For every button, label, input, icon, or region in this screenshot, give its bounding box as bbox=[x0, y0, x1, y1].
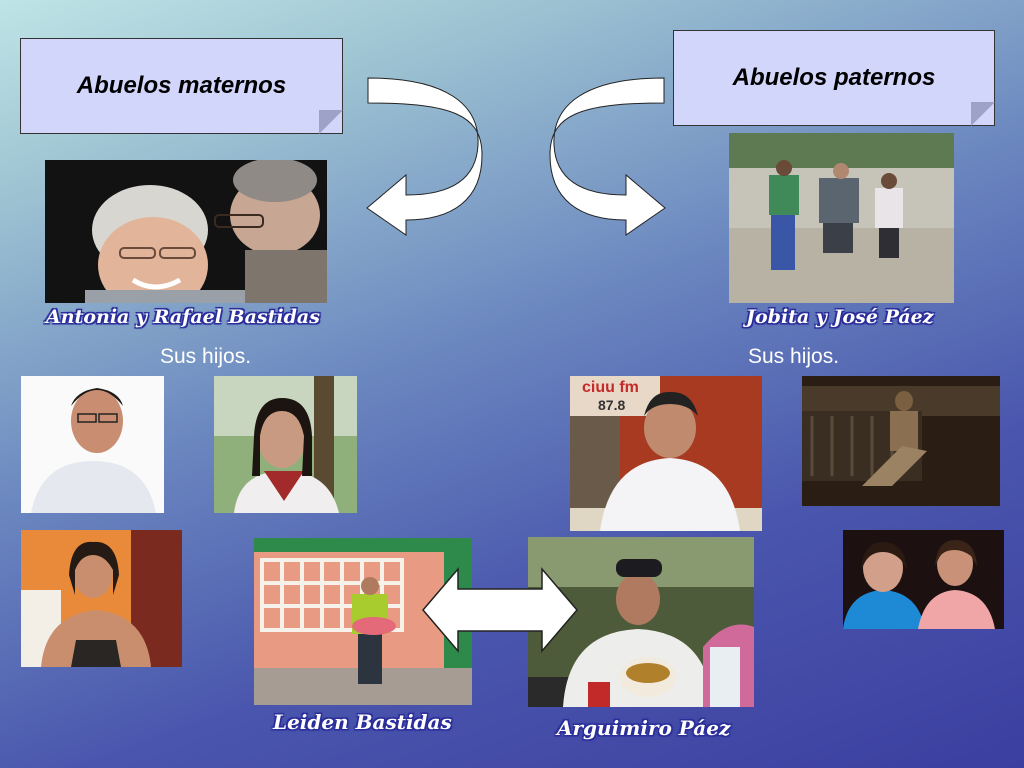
leiden-bastidas-name: Leiden Bastidas bbox=[273, 710, 452, 734]
arguimiro-paez-photo bbox=[528, 537, 754, 707]
page-fold bbox=[319, 110, 343, 134]
maternal-child-photo bbox=[21, 376, 164, 513]
paternal-child-photo bbox=[843, 530, 1004, 629]
maternal-grandparents-title: Abuelos maternos bbox=[76, 72, 287, 99]
radio-frequency-text: 87.8 bbox=[598, 397, 625, 413]
page-fold bbox=[971, 102, 995, 126]
radio-sign-text: ciuu fm bbox=[582, 379, 639, 396]
double-arrow-icon bbox=[422, 566, 578, 654]
paternal-children-label: Sus hijos. bbox=[748, 345, 840, 368]
maternal-child-photo bbox=[214, 376, 357, 513]
maternal-grandparents-box: Abuelos maternos bbox=[20, 38, 343, 134]
maternal-grandparents-names: Antonia y Rafael Bastidas bbox=[46, 306, 320, 328]
paternal-grandparents-names: Jobita y José Páez bbox=[746, 306, 934, 328]
maternal-child-photo bbox=[21, 530, 182, 667]
paternal-child-photo bbox=[802, 376, 1000, 506]
paternal-grandparents-box: Abuelos paternos bbox=[673, 30, 995, 126]
arguimiro-paez-name: Arguimiro Páez bbox=[557, 716, 731, 740]
curved-arrow-icon bbox=[366, 77, 483, 236]
maternal-children-label: Sus hijos. bbox=[160, 345, 252, 368]
maternal-grandparents-photo bbox=[45, 160, 327, 303]
paternal-grandparents-photo bbox=[729, 133, 954, 303]
paternal-grandparents-title: Abuelos paternos bbox=[732, 64, 936, 91]
paternal-child-photo: ciuu fm 87.8 bbox=[570, 376, 762, 531]
curved-arrow-icon bbox=[549, 77, 666, 236]
